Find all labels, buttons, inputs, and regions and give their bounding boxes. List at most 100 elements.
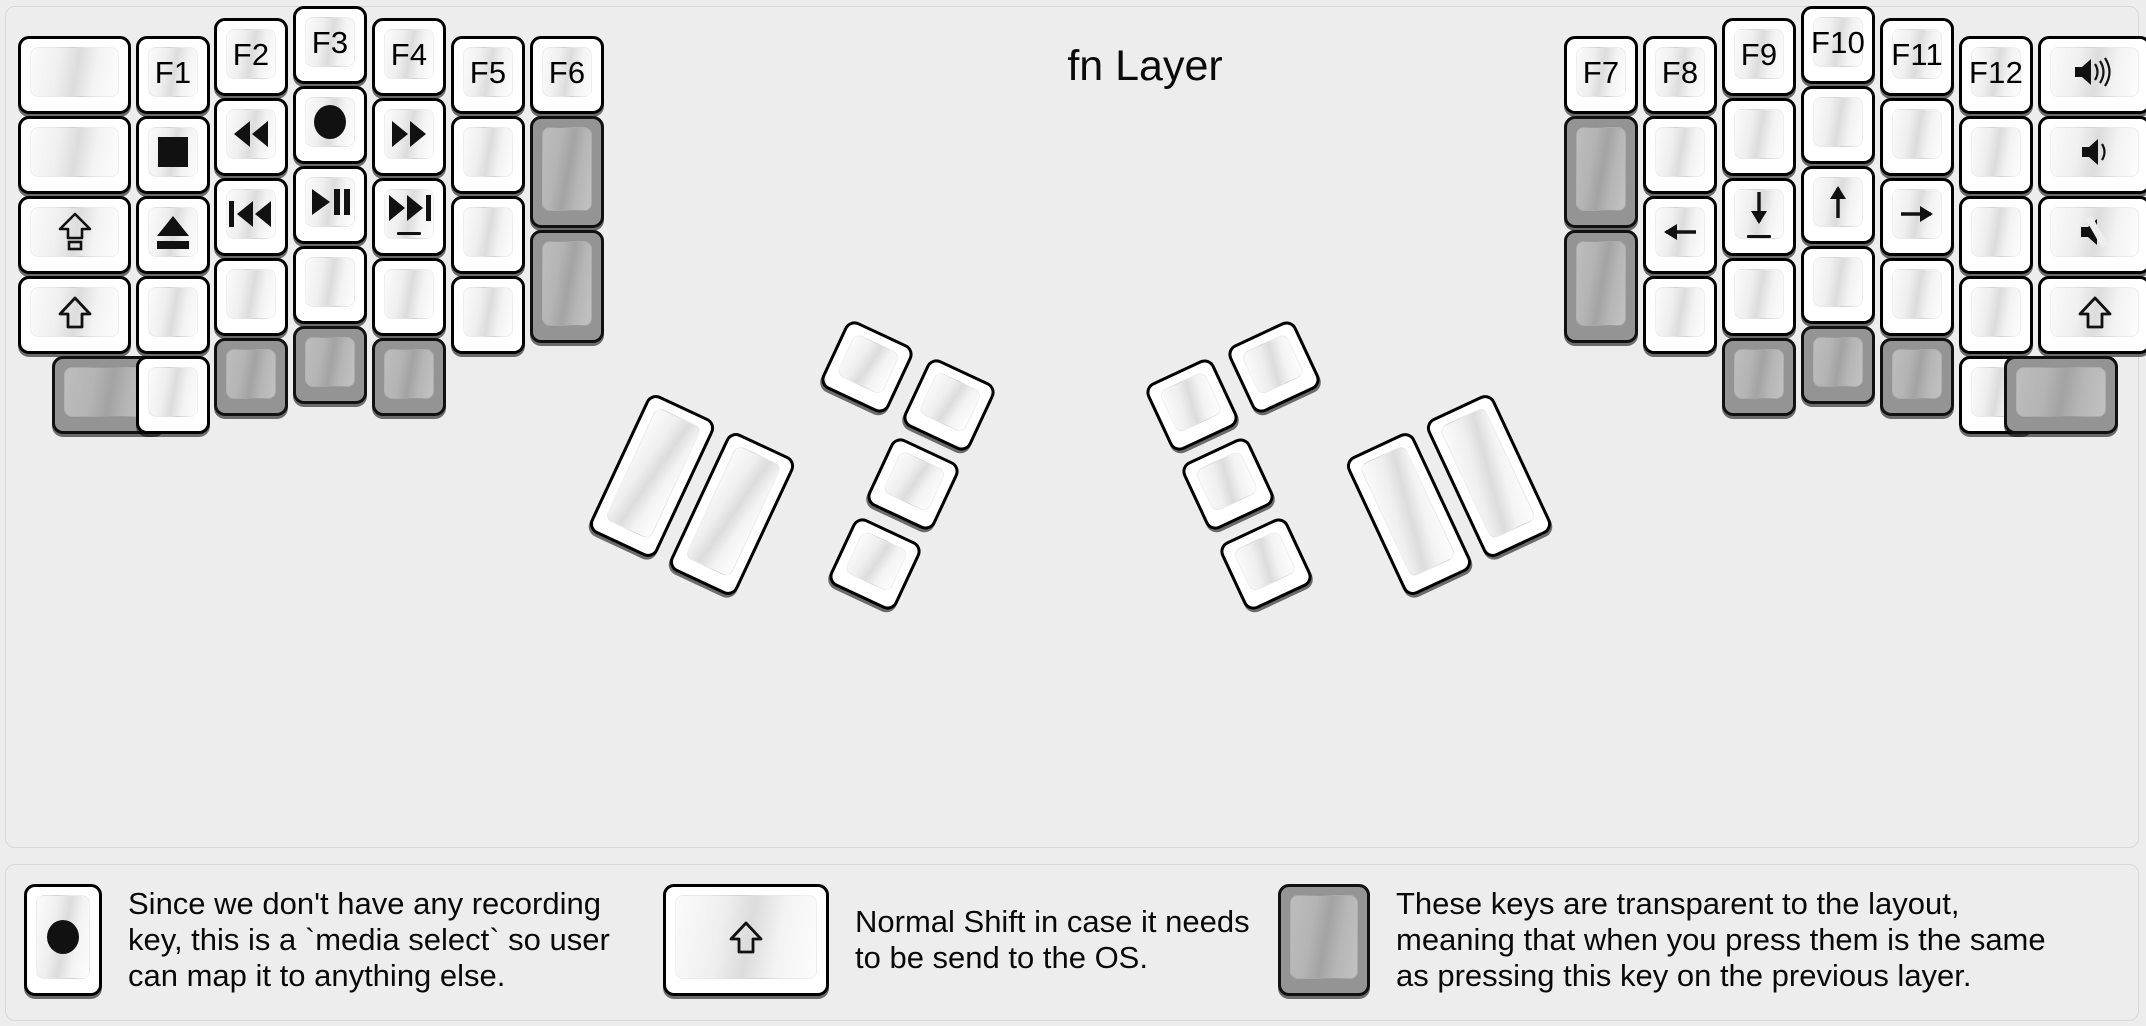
key-left-col-f6-r3[interactable]	[530, 230, 605, 343]
keycap-surface	[463, 207, 514, 257]
keycap-surface: F2	[226, 29, 277, 79]
key-right-col-outer-r2[interactable]	[2038, 116, 2146, 194]
key-right-col-f7-r2[interactable]	[1564, 116, 1639, 229]
key-left-col-f5-r2[interactable]	[451, 116, 526, 194]
key-label: F4	[390, 36, 428, 72]
key-right-col-f9-r3[interactable]	[1722, 178, 1797, 256]
key-right-col-f10-r5[interactable]	[1801, 326, 1876, 404]
keycap-surface	[1892, 349, 1943, 399]
legend-text-2: Normal Shift in case it needs to be send…	[855, 904, 1250, 975]
arrow-up-icon	[1824, 184, 1852, 220]
keycap-surface	[305, 257, 356, 307]
key-left-col-f6-r1[interactable]: F6	[530, 36, 605, 114]
key-left-col-f3-r3[interactable]	[293, 166, 368, 244]
key-right-col-f11-r4[interactable]	[1880, 258, 1955, 336]
key-left-col-f5-r3[interactable]	[451, 196, 526, 274]
key-left-col-outer-r1[interactable]	[18, 36, 132, 114]
key-left-col-f1-r3[interactable]	[136, 196, 211, 274]
keycap-surface	[384, 349, 435, 399]
key-left-col-f2-r3[interactable]	[214, 178, 289, 256]
key-left-col-f4-r2[interactable]	[372, 98, 447, 176]
keycap-surface	[463, 127, 514, 177]
key-right-col-f9-r4[interactable]	[1722, 258, 1797, 336]
key-right-col-f12-r4[interactable]	[1959, 276, 2034, 354]
key-left-col-f1-r2[interactable]	[136, 116, 211, 194]
key-left-col-f3-r5[interactable]	[293, 326, 368, 404]
key-right-col-outer-r5[interactable]	[2004, 356, 2118, 434]
key-right-col-f11-r2[interactable]	[1880, 98, 1955, 176]
keycap-surface	[384, 109, 435, 159]
legend-item-2: Normal Shift in case it needs to be send…	[663, 884, 1250, 996]
key-right-col-outer-r3[interactable]	[2038, 196, 2146, 274]
key-left-col-outer-r3[interactable]	[18, 196, 132, 274]
key-right-col-f9-r5[interactable]	[1722, 338, 1797, 416]
key-right-col-f8-r1[interactable]: F8	[1643, 36, 1718, 114]
keycap-surface: F5	[463, 47, 514, 97]
key-left-col-f2-r2[interactable]	[214, 98, 289, 176]
keycap-surface	[463, 287, 514, 337]
keycap-surface	[1813, 97, 1864, 147]
key-right-col-f10-r2[interactable]	[1801, 86, 1876, 164]
key-label: F5	[469, 54, 507, 90]
key-right-col-f9-r1[interactable]: F9	[1722, 18, 1797, 96]
key-right-col-f8-r3[interactable]	[1643, 196, 1718, 274]
legend-item-3: These keys are transparent to the layout…	[1278, 884, 2046, 996]
keycap-surface	[1971, 127, 2022, 177]
key-left-col-f2-r4[interactable]	[214, 258, 289, 336]
key-right-col-f10-r3[interactable]	[1801, 166, 1876, 244]
key-right-col-f7-r1[interactable]: F7	[1564, 36, 1639, 114]
keycap-surface	[226, 109, 277, 159]
key-right-col-f10-r1[interactable]: F10	[1801, 6, 1876, 84]
key-right-col-f11-r3[interactable]	[1880, 178, 1955, 256]
key-right-col-f7-r3[interactable]	[1564, 230, 1639, 343]
key-left-col-f2-r5[interactable]	[214, 338, 289, 416]
legend-keycap-1	[24, 884, 102, 996]
key-left-col-f3-r2[interactable]	[293, 86, 368, 164]
keycap-surface	[1655, 207, 1706, 257]
key-label: F10	[1811, 24, 1866, 60]
key-right-col-f11-r5[interactable]	[1880, 338, 1955, 416]
keycap-surface	[1290, 895, 1358, 979]
keycap-surface	[148, 127, 199, 177]
key-left-col-f1-r1[interactable]: F1	[136, 36, 211, 114]
key-right-col-f8-r2[interactable]	[1643, 116, 1718, 194]
key-left-col-f2-r1[interactable]: F2	[214, 18, 289, 96]
key-right-col-f12-r3[interactable]	[1959, 196, 2034, 274]
legend-keycap-2	[663, 884, 829, 996]
key-right-col-outer-r1[interactable]	[2038, 36, 2146, 114]
key-left-col-f5-r4[interactable]	[451, 276, 526, 354]
key-right-col-f10-r4[interactable]	[1801, 246, 1876, 324]
key-right-col-outer-r4[interactable]	[2038, 276, 2146, 354]
keycap-surface	[1813, 257, 1864, 307]
keycap-surface	[1194, 449, 1260, 513]
keycap-surface	[917, 370, 983, 434]
key-left-col-f6-r2[interactable]	[530, 116, 605, 229]
key-right-col-f9-r2[interactable]	[1722, 98, 1797, 176]
legend-key-sample-1	[24, 884, 102, 996]
key-label: F1	[154, 54, 192, 90]
key-left-col-f4-r4[interactable]	[372, 258, 447, 336]
key-label: F9	[1740, 36, 1778, 72]
key-left-col-f4-r3[interactable]	[372, 178, 447, 256]
keycap-surface: F1	[148, 47, 199, 97]
shift-arrow-icon	[729, 920, 763, 955]
key-left-col-f3-r1[interactable]: F3	[293, 6, 368, 84]
key-left-col-f5-r1[interactable]: F5	[451, 36, 526, 114]
key-right-col-f11-r1[interactable]: F11	[1880, 18, 1955, 96]
shift-arrow-icon	[2078, 295, 2112, 330]
keycap-surface	[1892, 189, 1943, 239]
rewind-icon	[230, 119, 272, 149]
key-right-col-f12-r2[interactable]	[1959, 116, 2034, 194]
caps-lock-icon	[58, 212, 92, 252]
key-right-col-f12-r1[interactable]: F12	[1959, 36, 2034, 114]
key-left-col-f3-r4[interactable]	[293, 246, 368, 324]
key-left-col-f1-r5[interactable]	[136, 356, 211, 434]
key-left-col-outer-r2[interactable]	[18, 116, 132, 194]
key-left-col-outer-r4[interactable]	[18, 276, 132, 354]
key-left-col-f4-r5[interactable]	[372, 338, 447, 416]
keycap-surface	[226, 189, 277, 239]
key-left-col-f1-r4[interactable]	[136, 276, 211, 354]
key-left-col-f4-r1[interactable]: F4	[372, 18, 447, 96]
keycap-surface	[881, 449, 947, 513]
key-right-col-f8-r4[interactable]	[1643, 276, 1718, 354]
